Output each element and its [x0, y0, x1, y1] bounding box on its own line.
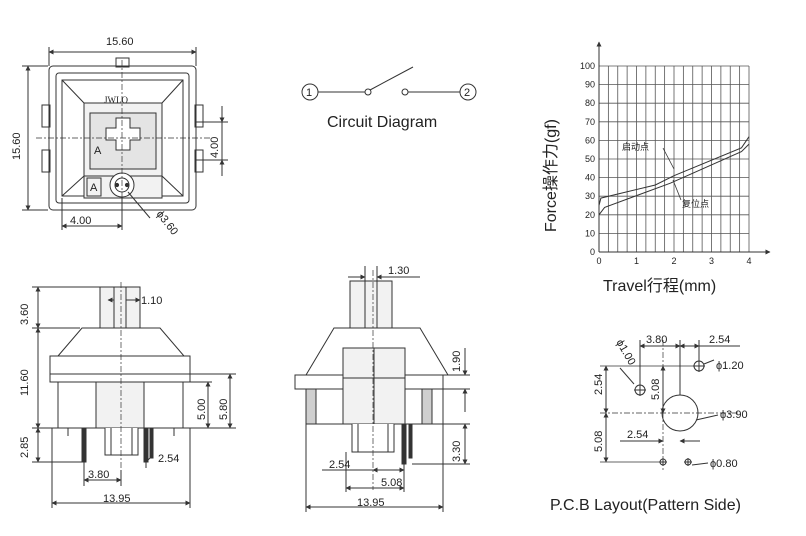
front-stem-w-label: 1.30 — [388, 265, 409, 277]
pcb-hole390-label: ϕ3.90 — [720, 409, 748, 421]
pcb-hole080-label: ϕ0.80 — [710, 458, 738, 470]
chart-annot-leaders — [662, 147, 682, 201]
front-pin-len-label: 3.30 — [451, 441, 463, 462]
side-stem-w-label: 1.10 — [141, 295, 162, 307]
top-mark-a1: A — [94, 145, 102, 157]
chart-series — [598, 136, 750, 216]
top-led-x-label: 4.00 — [70, 215, 91, 227]
chart-series-line-0 — [598, 136, 750, 206]
pcb-d380-label: 3.80 — [646, 334, 667, 346]
chart-ytick-label: 90 — [585, 80, 595, 90]
chart-ticks: 0 10 20 30 40 50 60 70 80 90 100 0 1 2 3 4 — [580, 61, 752, 266]
pcb-d254-mid-label: 2.54 — [627, 429, 648, 441]
chart-ytick-label: 80 — [585, 98, 595, 108]
chart-ytick-label: 100 — [580, 61, 595, 71]
chart-ytick-label: 10 — [585, 228, 595, 238]
front-step-label: 1.90 — [451, 351, 463, 372]
chart-annotation-reset: 复位点 — [682, 198, 709, 209]
chart-ytick-label: 40 — [585, 173, 595, 183]
pcb-caption: P.C.B Layout(Pattern Side) — [550, 497, 741, 514]
top-width-label: 15.60 — [106, 36, 134, 48]
side-pin-x-label: 3.80 — [88, 469, 109, 481]
circuit-pin2-circle — [459, 83, 477, 101]
front-pin-x-label: 5.08 — [381, 477, 402, 489]
chart-ytick-label: 30 — [585, 191, 595, 201]
circuit-diagram — [301, 66, 477, 101]
top-mark-a2: A — [90, 182, 98, 194]
chart-ytick-label: 60 — [585, 135, 595, 145]
chart-xtick-label: 3 — [709, 256, 714, 266]
top-stem-offset-label: 4.00 — [209, 137, 221, 158]
force-chart: 0 10 20 30 40 50 60 70 80 90 100 0 1 2 3 4 启动点 复位点 Forc… — [542, 41, 771, 295]
pcb-d508-v-label: 5.08 — [650, 379, 662, 400]
side-view — [32, 282, 236, 508]
pcb-d254-top-label: 2.54 — [709, 334, 730, 346]
chart-series-line-1 — [598, 143, 750, 216]
chart-ytick-label: 0 — [590, 247, 595, 257]
chart-grid — [598, 65, 750, 253]
pcb-d508-left-label: 5.08 — [593, 431, 605, 452]
circuit-pin1-label: 1 — [306, 87, 312, 99]
chart-ytick-label: 50 — [585, 154, 595, 164]
top-hole-label: ϕ3.60 — [154, 208, 180, 237]
side-stem-h-label: 3.60 — [19, 304, 31, 325]
chart-ytick-label: 70 — [585, 117, 595, 127]
front-width-label: 13.95 — [357, 497, 385, 509]
chart-xtick-label: 2 — [671, 256, 676, 266]
chart-ytick-label: 20 — [585, 210, 595, 220]
pcb-hole120-label: ϕ1.20 — [716, 360, 744, 372]
top-height-label: 15.60 — [11, 132, 23, 160]
chart-ylabel: Force操作力(gf) — [542, 119, 560, 232]
pcb-d254-left-label: 2.54 — [593, 374, 605, 395]
circuit-pin2-label: 2 — [464, 87, 470, 99]
side-pin-d-label: 2.54 — [158, 453, 179, 465]
top-logo: JWLO — [104, 95, 128, 105]
side-h500-label: 5.00 — [196, 399, 208, 420]
chart-annotation-start: 启动点 — [622, 141, 649, 152]
chart-xtick-label: 0 — [596, 256, 601, 266]
chart-xtick-label: 4 — [746, 256, 751, 266]
side-width-label: 13.95 — [103, 493, 131, 505]
front-view — [294, 266, 470, 512]
pcb-layout — [600, 340, 740, 470]
chart-xlabel: Travel行程(mm) — [603, 277, 716, 295]
top-view — [22, 47, 228, 230]
chart-axes — [596, 41, 771, 255]
front-pin-d-label: 2.54 — [329, 459, 350, 471]
circuit-caption: Circuit Diagram — [327, 114, 437, 131]
side-pin-len-label: 2.85 — [19, 437, 31, 458]
pcb-hole100-label: ϕ1.00 — [613, 338, 637, 368]
side-h580-label: 5.80 — [218, 399, 230, 420]
chart-xtick-label: 1 — [634, 256, 639, 266]
side-body-h-label: 11.60 — [19, 369, 31, 396]
